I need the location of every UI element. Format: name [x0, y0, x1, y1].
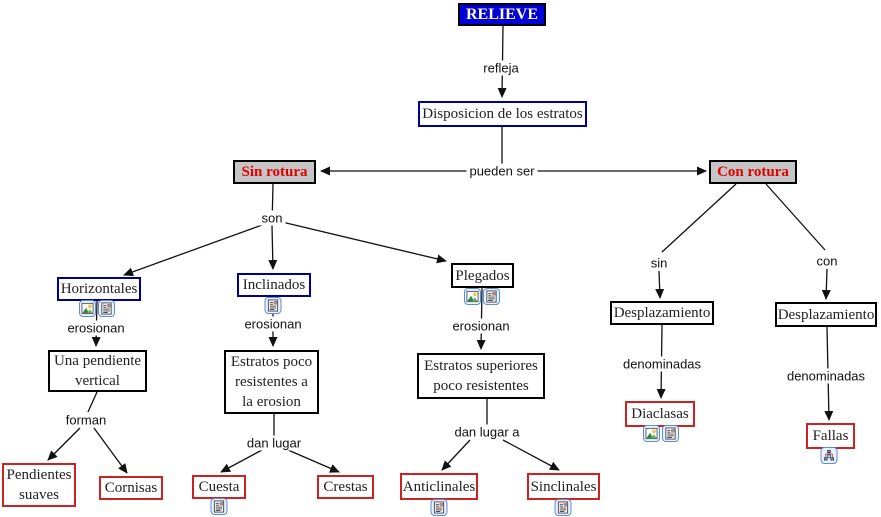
concept-estratos-superiores[interactable]: Estratos superiores poco resistentes: [417, 353, 545, 399]
concept-inclinados[interactable]: Inclinados: [237, 273, 311, 297]
linking-phrase-denominadas-fallas[interactable]: denominadas: [783, 368, 869, 384]
resource-icons-plegados: [464, 288, 500, 305]
concept-pendientes-suaves[interactable]: Pendientes suaves: [2, 463, 76, 507]
concept-una-pendiente-vertical[interactable]: Una pendiente vertical: [48, 350, 147, 392]
concept-crestas[interactable]: Crestas: [317, 475, 374, 499]
image-resource-icon[interactable]: [643, 425, 660, 442]
document-resource-icon[interactable]: [662, 425, 679, 442]
linking-phrase-pueden-ser[interactable]: pueden ser: [466, 163, 538, 179]
linking-phrase-son[interactable]: son: [258, 210, 286, 226]
concept-horizontales[interactable]: Horizontales: [57, 277, 141, 301]
concept-diaclasas[interactable]: Diaclasas: [625, 401, 695, 427]
concept-desplazamiento-con[interactable]: Desplazamiento: [775, 302, 877, 327]
resource-icons-fallas: [820, 447, 838, 464]
concept-cuesta[interactable]: Cuesta: [192, 475, 246, 499]
concept-anticlinales[interactable]: Anticlinales: [400, 473, 478, 500]
document-resource-icon[interactable]: [210, 498, 228, 515]
document-resource-icon[interactable]: [98, 300, 115, 317]
linking-phrase-con[interactable]: con: [813, 253, 841, 269]
linking-phrase-denominadas-diaclasas[interactable]: denominadas: [619, 356, 705, 372]
resource-icons-horizontales: [79, 300, 115, 317]
linking-phrase-refleja[interactable]: refleja: [480, 60, 522, 76]
document-resource-icon[interactable]: [264, 297, 282, 314]
linking-phrase-sin[interactable]: sin: [647, 255, 671, 271]
concept-sinclinales[interactable]: Sinclinales: [527, 473, 600, 500]
concept-con-rotura[interactable]: Con rotura: [709, 160, 797, 184]
document-resource-icon[interactable]: [483, 288, 500, 305]
resource-icons-diaclasas: [643, 425, 679, 442]
concept-plegados[interactable]: Plegados: [451, 263, 514, 288]
resource-icons-cuesta: [210, 498, 228, 515]
image-resource-icon[interactable]: [464, 288, 481, 305]
resource-icons-sinclinales: [554, 499, 572, 516]
resource-icons-inclinados: [264, 297, 282, 314]
linking-phrase-erosionan-plegados[interactable]: erosionan: [449, 318, 513, 334]
concept-relieve[interactable]: RELIEVE: [458, 3, 546, 26]
concept-estratos-poco-resistentes[interactable]: Estratos poco resistentes a la erosion: [224, 350, 319, 414]
linking-phrase-erosionan-horizontales[interactable]: erosionan: [64, 320, 128, 336]
concept-desplazamiento-sin[interactable]: Desplazamiento: [610, 301, 714, 325]
resource-icons-anticlinales: [430, 499, 448, 516]
image-resource-icon[interactable]: [79, 300, 96, 317]
document-resource-icon[interactable]: [430, 499, 448, 516]
concept-fallas[interactable]: Fallas: [806, 423, 855, 449]
linking-phrase-dan-lugar[interactable]: dan lugar: [243, 435, 305, 451]
concept-sin-rotura[interactable]: Sin rotura: [233, 160, 316, 184]
concept-disposicion-de-los-estratos[interactable]: Disposicion de los estratos: [418, 101, 587, 127]
linking-phrase-forman[interactable]: forman: [62, 412, 110, 428]
linking-phrase-dan-lugar-a[interactable]: dan lugar a: [451, 424, 523, 440]
concept-map-resource-icon[interactable]: [820, 447, 838, 464]
document-resource-icon[interactable]: [554, 499, 572, 516]
concept-cornisas[interactable]: Cornisas: [99, 476, 163, 500]
linking-phrase-erosionan-inclinados[interactable]: erosionan: [241, 316, 305, 332]
